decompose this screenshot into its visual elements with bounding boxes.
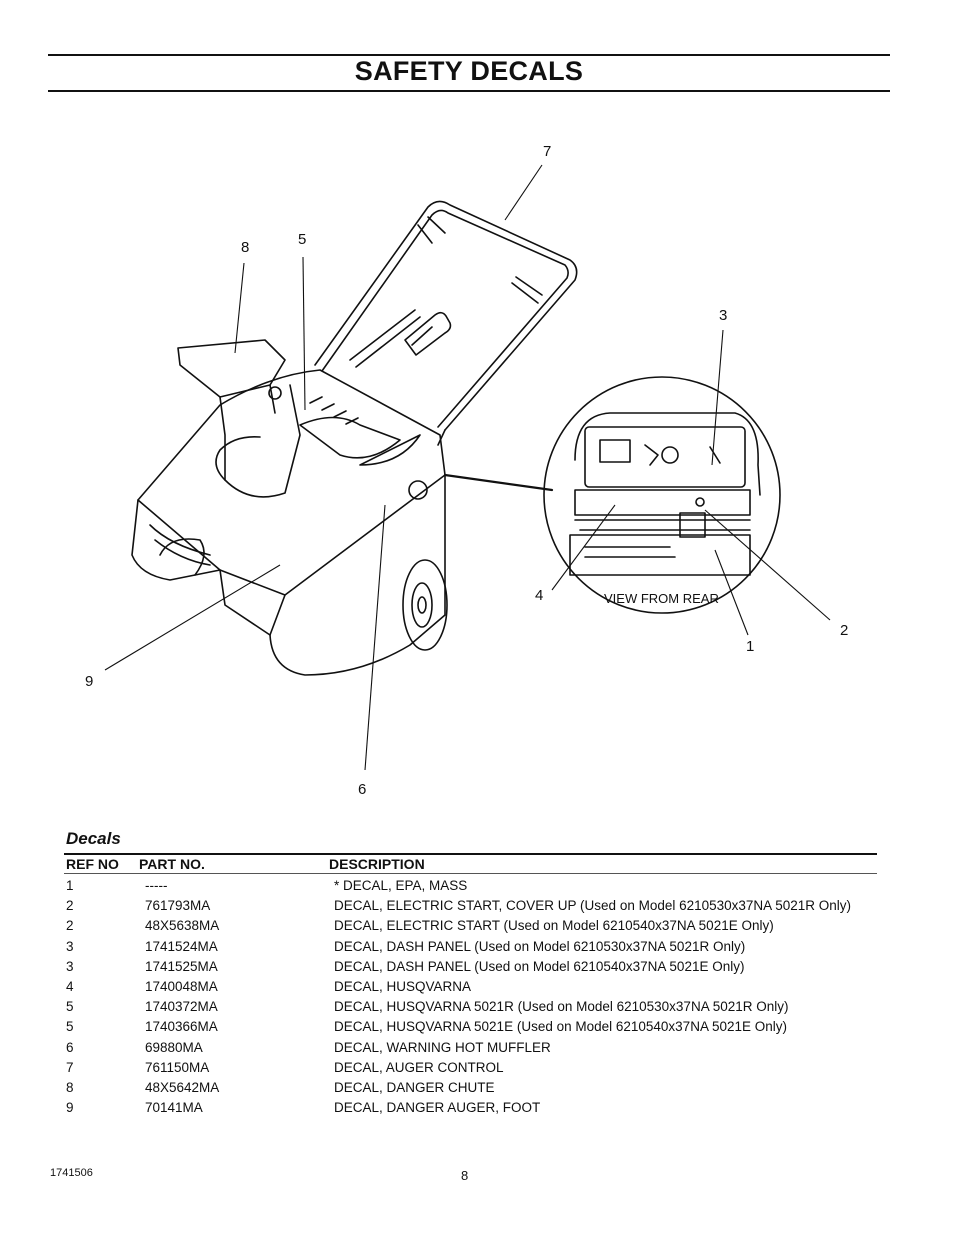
table-row: 5 1740372MA DECAL, HUSQVARNA 5021R (Used… [0,999,954,1019]
wheel-drawing [402,559,448,651]
row-part: ----- [145,878,168,893]
handle-drawing [314,200,578,446]
row-part: 1741524MA [145,938,218,954]
header-ref-no: REF NO [66,856,119,872]
row-description: DECAL, WARNING HOT MUFFLER [334,1039,551,1055]
row-ref: 9 [66,1100,74,1116]
callout-7: 7 [543,143,551,160]
table-row: 3 1741524MA DECAL, DASH PANEL (Used on M… [0,939,954,959]
table-row: 1 ----- * DECAL, EPA, MASS [0,878,954,898]
snow-thrower-illustration: 7 8 5 3 4 1 2 9 6 VIEW FROM REAR [60,135,890,805]
callout-leaders [104,164,831,771]
decals-table-body: 1 ----- * DECAL, EPA, MASS 2 761793MA DE… [0,878,954,1120]
row-ref: 3 [66,938,74,954]
chute-drawing [177,339,301,498]
row-description: DECAL, DANGER AUGER, FOOT [334,1100,541,1116]
row-description: DECAL, HUSQVARNA [334,978,472,994]
callout-6: 6 [358,781,366,798]
leader-5 [302,256,306,411]
callout-4: 4 [535,587,543,604]
header-description: DESCRIPTION [329,856,425,872]
callout-2: 2 [840,622,848,639]
row-part: 1740372MA [145,999,218,1015]
table-row: 4 1740048MA DECAL, HUSQVARNA [0,979,954,999]
decals-section-title: Decals [66,829,121,848]
row-ref: 5 [66,999,74,1015]
illustration-svg: 7 8 5 3 4 1 2 9 6 VIEW FROM REAR [85,143,848,798]
row-ref: 3 [66,958,74,974]
table-header: REF NO PART NO. DESCRIPTION [0,856,954,874]
row-part: 1740366MA [145,1019,218,1035]
title-top-rule [48,54,890,56]
table-row: 5 1740366MA DECAL, HUSQVARNA 5021E (Used… [0,1019,954,1039]
rear-view-inset [543,376,781,614]
table-row: 8 48X5642MA DECAL, DANGER CHUTE [0,1080,954,1100]
table-header-rule [64,873,877,874]
row-part: 48X5638MA [145,918,220,934]
row-description: DECAL, AUGER CONTROL [334,1059,504,1075]
title-bottom-rule [48,90,890,92]
callout-8: 8 [241,239,249,256]
row-ref: 2 [66,918,74,934]
header-part-no: PART NO. [139,856,205,872]
row-description: DECAL, DASH PANEL (Used on Model 6210530… [334,938,746,954]
auger-control-drawing [404,311,452,356]
leader-8 [234,262,245,354]
row-ref: 2 [66,898,74,914]
callout-3: 3 [719,307,727,324]
table-row: 7 761150MA DECAL, AUGER CONTROL [0,1060,954,1080]
row-ref: 8 [66,1079,74,1095]
table-row: 3 1741525MA DECAL, DASH PANEL (Used on M… [0,959,954,979]
leader-1 [714,549,749,636]
row-part: 1740048MA [145,978,218,994]
row-ref: 6 [66,1039,74,1055]
document-number: 1741506 [50,1167,93,1179]
table-row: 6 69880MA DECAL, WARNING HOT MUFFLER [0,1040,954,1060]
row-description: DECAL, DANGER CHUTE [334,1079,495,1095]
callout-5: 5 [298,231,306,248]
inset-view-label: VIEW FROM REAR [604,591,719,606]
row-ref: 7 [66,1059,74,1075]
row-part: 48X5642MA [145,1079,220,1095]
row-part: 761150MA [145,1059,210,1075]
housing-drawing [131,369,446,676]
leader-6 [364,504,386,771]
leader-4 [551,504,616,591]
row-ref: 1 [66,878,74,893]
row-description: DECAL, ELECTRIC START, COVER UP (Used on… [334,898,851,914]
row-description: DECAL, ELECTRIC START (Used on Model 621… [334,918,774,934]
row-part: 70141MA [145,1100,203,1116]
inset-leader-line [443,473,554,492]
callout-9: 9 [85,673,93,690]
table-row: 9 70141MA DECAL, DANGER AUGER, FOOT [0,1100,954,1120]
page-number: 8 [461,1168,469,1183]
page-title: SAFETY DECALS [354,56,584,86]
row-part: 761793MA [145,898,211,914]
row-part: 1741525MA [145,958,218,974]
table-row: 2 48X5638MA DECAL, ELECTRIC START (Used … [0,918,954,938]
leader-9 [104,564,281,671]
leader-2 [704,509,831,621]
callout-1: 1 [746,638,754,655]
row-ref: 4 [66,978,74,994]
row-description: DECAL, HUSQVARNA 5021E (Used on Model 62… [334,1019,787,1035]
row-description: * DECAL, EPA, MASS [334,878,468,893]
leader-3 [711,329,724,466]
row-description: DECAL, HUSQVARNA 5021R (Used on Model 62… [334,999,789,1015]
leader-7 [504,164,543,221]
row-description: DECAL, DASH PANEL (Used on Model 6210540… [334,958,745,974]
row-part: 69880MA [145,1039,203,1055]
table-top-rule [64,853,877,855]
table-row: 2 761793MA DECAL, ELECTRIC START, COVER … [0,898,954,918]
row-ref: 5 [66,1019,74,1035]
